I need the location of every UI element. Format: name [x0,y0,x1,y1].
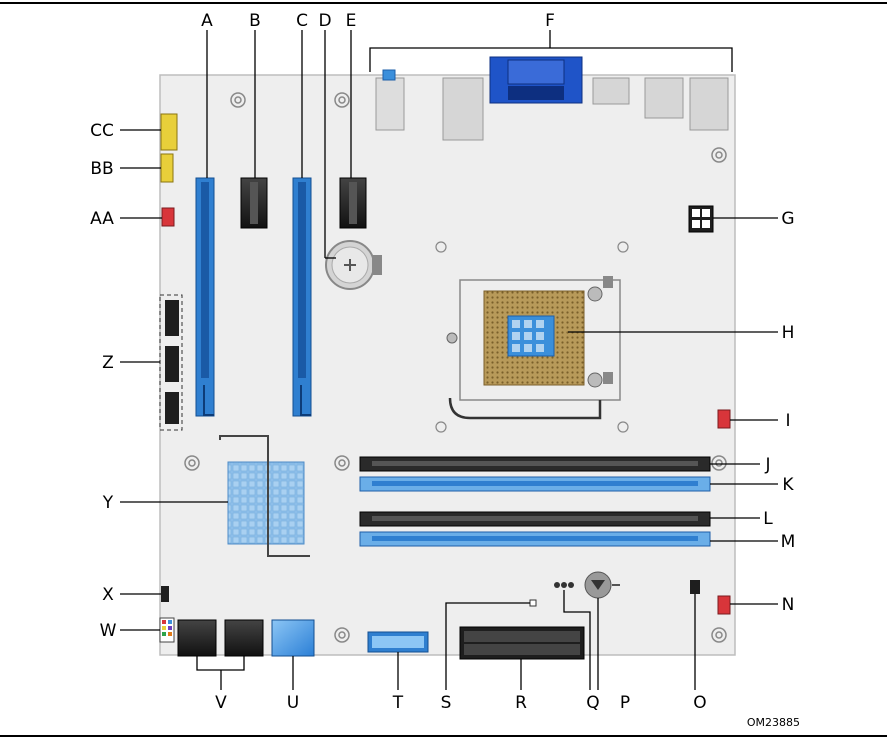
audio-jack [375,77,405,131]
callout-j: J [764,455,770,475]
pcie-x1-slot-e [339,177,367,229]
cpu-fan-header [717,409,731,429]
rear-fan-header [161,207,175,227]
dimm-slot-m [359,531,711,547]
sata-connectors [177,619,264,657]
callout-e: E [346,11,357,31]
callout-bb: BB [90,159,113,179]
callout-n: N [782,595,795,615]
small-header-s [529,599,537,607]
chipset-heatsink [219,435,310,557]
callout-b: B [249,11,261,31]
header-bb [160,153,174,183]
bios-jumper [554,582,574,588]
callout-z: Z [102,353,114,373]
callout-w: W [100,621,117,641]
callout-m: M [781,532,796,552]
callout-cc: CC [90,121,114,141]
bottom-rule [0,735,887,737]
header-cc [160,113,178,151]
dimm-slot-j [359,456,711,472]
callout-k: K [782,475,794,495]
front-panel-header-w [159,617,175,643]
pcie-x16-slot-a [195,177,215,417]
callout-p: P [620,693,630,713]
callout-r: R [515,693,527,713]
pcie-x1-slot-b [240,177,268,229]
usb-lan-stack-1 [644,77,684,119]
callout-aa: AA [90,209,114,229]
mounting-holes [184,92,727,643]
callout-i: I [785,411,790,431]
figure-id: OM23885 [747,716,800,729]
callout-v: V [215,693,227,713]
usb-lan-stack-2 [689,77,729,131]
dimm-slot-k [359,476,711,492]
jumper-x [161,586,169,602]
cmos-battery [325,240,382,290]
processor-socket [446,276,621,420]
callout-d: D [318,11,331,31]
callout-h: H [782,323,795,343]
callout-q: Q [586,693,599,713]
callout-f: F [545,11,555,31]
ps2-usb-stack [442,77,484,141]
callout-t: T [392,693,404,713]
pcie-x16-slot-c [292,177,312,417]
front-panel-headers [159,294,183,431]
callout-y: Y [102,493,114,513]
heatsink-holes [435,241,629,433]
hdmi-connector [592,77,630,105]
top-rule [0,2,887,4]
front-fan-header [717,595,731,615]
callout-c: C [296,11,308,31]
component-o [690,580,700,594]
leader-lines [120,30,778,690]
usb3-header [367,631,429,653]
callout-l: L [763,509,773,529]
dimm-slot-l [359,511,711,527]
rear-io-panel [375,56,729,141]
motherboard [159,74,736,656]
callout-o: O [693,693,706,713]
callout-u: U [287,693,299,713]
callout-s: S [441,693,452,713]
callout-g: G [781,209,794,229]
atx12v-connector [688,205,714,233]
speaker [584,571,612,599]
callout-a: A [201,11,213,31]
atx-power-connector [459,626,585,660]
callout-x: X [102,585,114,605]
sata-blue-connector [271,619,315,657]
